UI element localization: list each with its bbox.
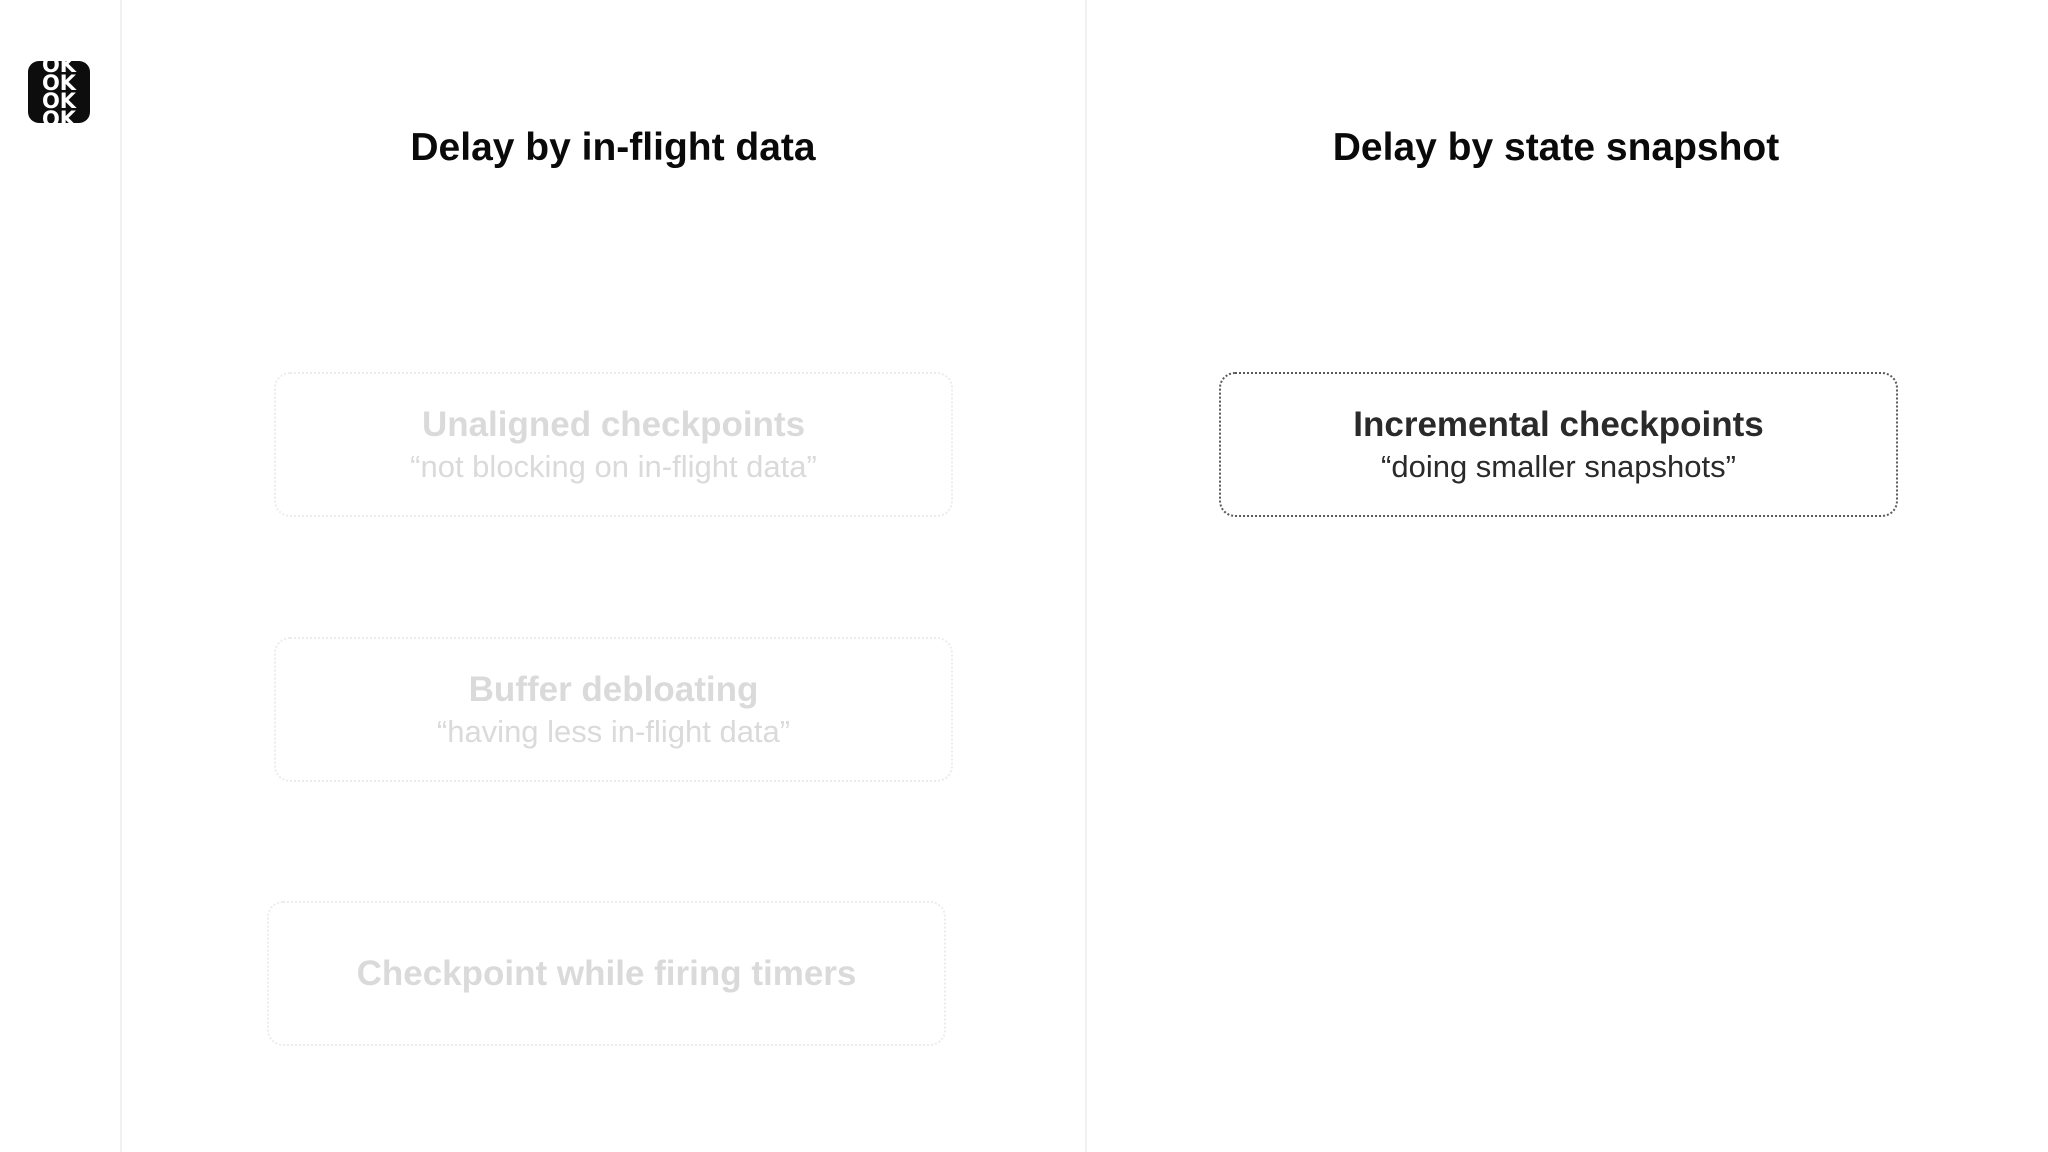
card-unaligned-checkpoints: Unaligned checkpoints “not blocking on i… <box>274 372 953 517</box>
card-title: Buffer debloating <box>468 669 759 709</box>
card-title: Unaligned checkpoints <box>421 404 806 444</box>
logo-text-line: OK <box>41 107 77 124</box>
card-checkpoint-while-firing-timers: Checkpoint while firing timers <box>267 901 946 1046</box>
card-title: Incremental checkpoints <box>1353 404 1764 444</box>
card-incremental-checkpoints: Incremental checkpoints “doing smaller s… <box>1219 372 1898 517</box>
logo-text-line: OK <box>41 61 77 77</box>
left-column-title: Delay by in-flight data <box>410 126 816 169</box>
card-title: Checkpoint while firing timers <box>356 953 857 993</box>
logo-text-line: OK <box>41 71 77 95</box>
card-buffer-debloating: Buffer debloating “having less in-flight… <box>274 637 953 782</box>
logo-icon: OK OK OK OK <box>28 61 90 123</box>
card-subtitle: “doing smaller snapshots” <box>1381 448 1736 484</box>
right-column-title: Delay by state snapshot <box>1332 126 1780 169</box>
card-subtitle: “not blocking on in-flight data” <box>410 448 817 484</box>
card-subtitle: “having less in-flight data” <box>436 713 791 749</box>
column-divider <box>1085 0 1087 1152</box>
left-divider <box>120 0 122 1152</box>
logo-text-line: OK <box>41 89 77 113</box>
